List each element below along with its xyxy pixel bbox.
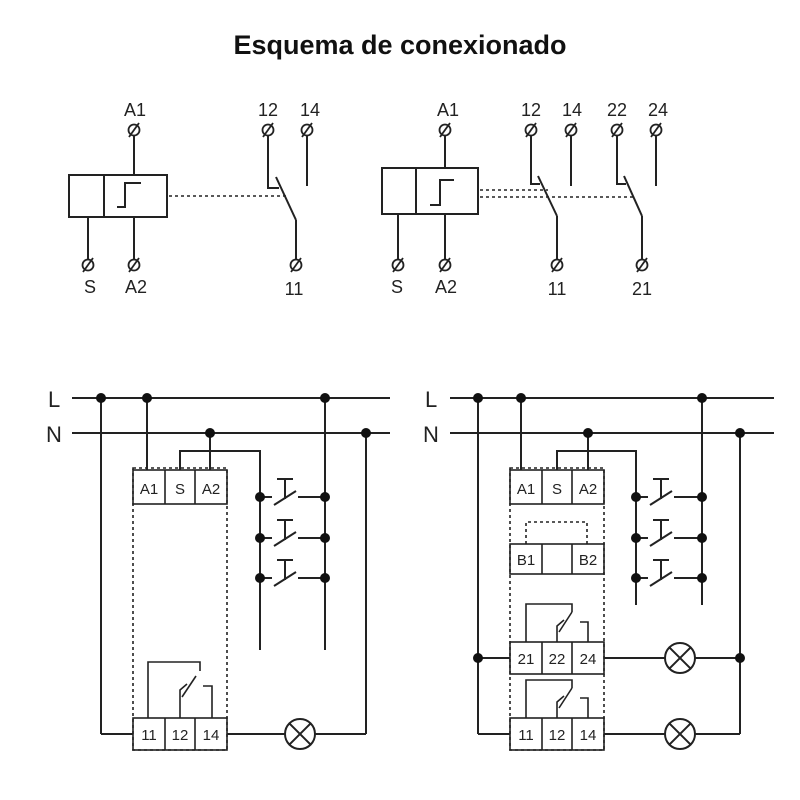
- bottom-right-circuit: L N A1 S A2 B1 B2 21 22 24: [423, 387, 774, 751]
- terminal-screw-icon: [391, 257, 405, 273]
- lamp-icon: [664, 642, 696, 674]
- terminal-screw-icon: [649, 122, 663, 138]
- terminal-screw-icon: [127, 257, 141, 273]
- terminal-label: 14: [203, 727, 220, 744]
- terminal-label: A2: [202, 481, 220, 498]
- terminal-label: 22: [549, 651, 566, 668]
- terminal-label-a2: A2: [435, 277, 457, 297]
- terminal-label: 21: [518, 651, 535, 668]
- terminal-screw-icon: [438, 122, 452, 138]
- push-button-icon[interactable]: [259, 478, 325, 506]
- terminal-label: A1: [140, 481, 158, 498]
- relay-coil-icon: [68, 174, 168, 218]
- terminal-screw-icon: [438, 257, 452, 273]
- terminal-screw-icon: [261, 122, 275, 138]
- terminal-label-a1: A1: [437, 100, 459, 120]
- terminal-label-a2: A2: [125, 277, 147, 297]
- terminal-screw-icon: [300, 122, 314, 138]
- terminal-label: S: [552, 481, 562, 498]
- relay-coil-icon: [381, 167, 479, 215]
- terminal-label-22: 22: [607, 100, 627, 120]
- push-button-icon[interactable]: [635, 478, 701, 506]
- bottom-left-circuit: L N A1 S A2 11 12 14: [46, 387, 390, 751]
- terminal-screw-icon: [524, 122, 538, 138]
- terminal-label-11: 11: [285, 279, 304, 299]
- terminal-screw-icon: [81, 257, 95, 273]
- changeover-contact-icon: [530, 133, 572, 263]
- terminal-screw-icon: [610, 122, 624, 138]
- bus-label-n: N: [46, 422, 62, 447]
- terminal-label: 11: [518, 727, 534, 744]
- terminal-label: 12: [172, 727, 189, 744]
- terminal-screw-icon: [564, 122, 578, 138]
- terminal-label: B2: [579, 552, 597, 569]
- terminal-label-24: 24: [648, 100, 668, 120]
- changeover-contact-icon: [525, 679, 589, 718]
- terminal-screw-icon: [635, 257, 649, 273]
- push-button-icon[interactable]: [259, 519, 325, 547]
- terminal-screw-icon: [289, 257, 303, 273]
- terminal-screw-icon: [127, 122, 141, 138]
- terminal-label-21: 21: [632, 279, 652, 299]
- changeover-contact-icon: [525, 603, 589, 642]
- terminal-label-14: 14: [300, 100, 320, 120]
- terminal-label: 24: [580, 651, 597, 668]
- terminal-label-a1: A1: [124, 100, 146, 120]
- lamp-icon: [284, 718, 316, 750]
- push-button-icon[interactable]: [259, 559, 325, 587]
- changeover-contact-icon: [267, 133, 308, 263]
- terminal-label: 14: [580, 727, 597, 744]
- terminal-screw-icon: [550, 257, 564, 273]
- page-title: Esquema de conexionado: [233, 30, 567, 60]
- terminal-label-s: S: [391, 277, 403, 297]
- bus-label-l: L: [48, 387, 60, 412]
- terminal-label: 11: [141, 727, 157, 744]
- bus-label-l: L: [425, 387, 437, 412]
- terminal-label: S: [175, 481, 185, 498]
- top-right-symbol: A1 S A2 12 14 22 24 11 21: [381, 100, 668, 299]
- bus-label-n: N: [423, 422, 439, 447]
- push-button-icon[interactable]: [635, 559, 701, 587]
- terminal-label: 12: [549, 727, 566, 744]
- terminal-label: A2: [579, 481, 597, 498]
- terminal-label-14: 14: [562, 100, 582, 120]
- top-left-symbol: A1 S A2 12 14 11: [68, 100, 320, 299]
- terminal-label-s: S: [84, 277, 96, 297]
- changeover-contact-icon: [616, 133, 657, 263]
- terminal-label: B1: [517, 552, 535, 569]
- changeover-contact-icon: [147, 661, 213, 718]
- terminal-label-11: 11: [548, 279, 567, 299]
- terminal-label-12: 12: [521, 100, 541, 120]
- terminal-label: A1: [517, 481, 535, 498]
- lamp-icon: [664, 718, 696, 750]
- push-button-icon[interactable]: [635, 519, 701, 547]
- terminal-label-12: 12: [258, 100, 278, 120]
